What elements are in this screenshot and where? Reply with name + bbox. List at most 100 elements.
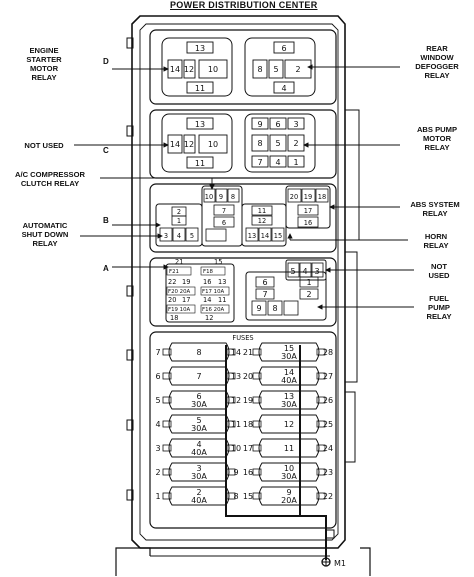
- relay-c-right-pin: 1: [293, 158, 298, 167]
- fuse-terminal: [162, 468, 172, 476]
- relay-a-right-pin: 2: [306, 290, 311, 299]
- fuse-pin-left: 19: [243, 396, 253, 405]
- fuse-amperage: 40A: [191, 448, 207, 457]
- horn-label: HORN RELAY: [423, 232, 449, 250]
- fuse-terminal: [316, 420, 326, 428]
- fuse-terminal: [316, 492, 326, 500]
- relay-d-left-pin-top: 13: [195, 44, 205, 53]
- fuse-number: 15: [284, 344, 294, 353]
- fuse-terminal: [162, 492, 172, 500]
- fuse-number: 9: [286, 488, 291, 497]
- relay-a-pin: 15: [214, 258, 222, 266]
- relay-d-left-pin-left: 14: [170, 65, 180, 74]
- fuse-terminal: [316, 348, 326, 356]
- fuse-number: 13: [284, 392, 294, 401]
- relay-c-left-pin-mid: 12: [184, 140, 194, 149]
- relay-b-pin: 15: [274, 232, 282, 240]
- ground-label: M1: [334, 559, 346, 568]
- fuse-terminal: [162, 372, 172, 380]
- fuse-number: 14: [284, 368, 294, 377]
- relay-a-pin: 14: [203, 296, 211, 304]
- relay-c-left-pin-bottom: 11: [195, 159, 205, 168]
- relay-a-right-pin: 9: [256, 304, 261, 313]
- abs-pump-motor-label: ABS PUMP MOTOR RELAY: [416, 125, 458, 152]
- relay-b-pin: 17: [304, 207, 312, 215]
- relay-a-fuse: F20 20A: [168, 289, 191, 295]
- fuse-number: 10: [284, 464, 294, 473]
- row-label-c: C: [103, 146, 109, 155]
- fuse-terminal: [316, 372, 326, 380]
- relay-c-right-pin: 8: [257, 139, 262, 148]
- fuse-pin-left: 6: [155, 372, 160, 381]
- relay-a-right-pin: 4: [302, 267, 307, 276]
- relay-a-right-pin: 5: [290, 267, 295, 276]
- relay-a-right-pin: 8: [272, 304, 277, 313]
- relay-d-left-pin-right: 10: [208, 65, 218, 74]
- fuse-number: 4: [196, 440, 201, 449]
- fuse-pin-left: 16: [243, 468, 253, 477]
- fuse-number: 12: [284, 420, 294, 429]
- fuse-pin-left: 3: [155, 444, 160, 453]
- fuse-terminal: [316, 444, 326, 452]
- relay-a-pin: 13: [218, 278, 226, 286]
- fuse-pin-right: 24: [323, 444, 333, 453]
- section-c: [149, 109, 337, 179]
- relay-a-pin: 20: [168, 296, 176, 304]
- row-label-b: B: [103, 216, 109, 225]
- fuse-pin-right: 23: [323, 468, 333, 477]
- fuse-amperage: 20A: [281, 496, 297, 505]
- fuse-pin-right: 13: [231, 372, 241, 381]
- relay-b-pin: 9: [219, 193, 223, 201]
- engine-starter-label: ENGINE STARTER MOTOR RELAY: [26, 46, 62, 82]
- fuse-pin-left: 21: [243, 348, 253, 357]
- relay-a-fuse: F21: [169, 269, 179, 275]
- fuse-pin-left: 1: [155, 492, 160, 501]
- fuse-terminal: [162, 396, 172, 404]
- fuse-pin-right: 26: [323, 396, 333, 405]
- fuse-terminal: [252, 492, 262, 500]
- fuse-pin-right: 25: [323, 420, 333, 429]
- fuse-pin-left: 5: [155, 396, 160, 405]
- relay-b-pin: 19: [304, 193, 312, 201]
- fuse-number: 7: [196, 372, 201, 381]
- fuse-terminal: [162, 444, 172, 452]
- fuse-terminal: [252, 444, 262, 452]
- relay-a-fuse: F16 20A: [202, 307, 225, 313]
- fuse-pin-right: 8: [233, 492, 238, 501]
- relay-b-pin: 13: [248, 232, 256, 240]
- relay-d-right-pin-left: 8: [257, 65, 262, 74]
- relay-d-right-pin-right: 2: [295, 65, 300, 74]
- relay-b-pin: 5: [190, 232, 194, 240]
- relay-b-pin: 2: [177, 208, 181, 216]
- relay-a-right-pin: 1: [306, 278, 311, 287]
- fuse-terminal: [252, 420, 262, 428]
- fuse-pin-right: 28: [323, 348, 333, 357]
- fuse-terminal: [252, 468, 262, 476]
- relay-c-right-pin: 6: [275, 120, 280, 129]
- relay-a-pin: 11: [218, 296, 226, 304]
- fuse-pin-left: 4: [155, 420, 160, 429]
- fuse-pin-left: 20: [243, 372, 253, 381]
- relay-a-right-pin: 7: [262, 290, 267, 299]
- section-b: [149, 183, 337, 253]
- relay-b-pin: 10: [205, 193, 213, 201]
- relay-b-pin: 16: [304, 219, 312, 227]
- fuse-number: 8: [196, 348, 201, 357]
- relay-b-pin: 3: [164, 232, 168, 240]
- relay-b-pin: 7: [222, 207, 226, 215]
- fuse-amperage: 30A: [191, 400, 207, 409]
- abs-system-label: ABS SYSTEM RELAY: [410, 200, 460, 218]
- relay-a-pin: 12: [205, 314, 213, 322]
- relay-d-right-pin-top: 6: [281, 44, 286, 53]
- relay-a-pin: 19: [182, 278, 190, 286]
- relay-a-pin: 22: [168, 278, 176, 286]
- fuse-pin-left: 7: [155, 348, 160, 357]
- relay-c-right-pin: 5: [275, 139, 280, 148]
- page-title: POWER DISTRIBUTION CENTER: [170, 0, 318, 10]
- fuse-amperage: 30A: [281, 352, 297, 361]
- fuse-amperage: 30A: [191, 472, 207, 481]
- relay-b-pin: 18: [318, 193, 326, 201]
- fuse-amperage: 40A: [281, 376, 297, 385]
- fuel-pump-label: FUEL PUMP RELAY: [426, 294, 452, 321]
